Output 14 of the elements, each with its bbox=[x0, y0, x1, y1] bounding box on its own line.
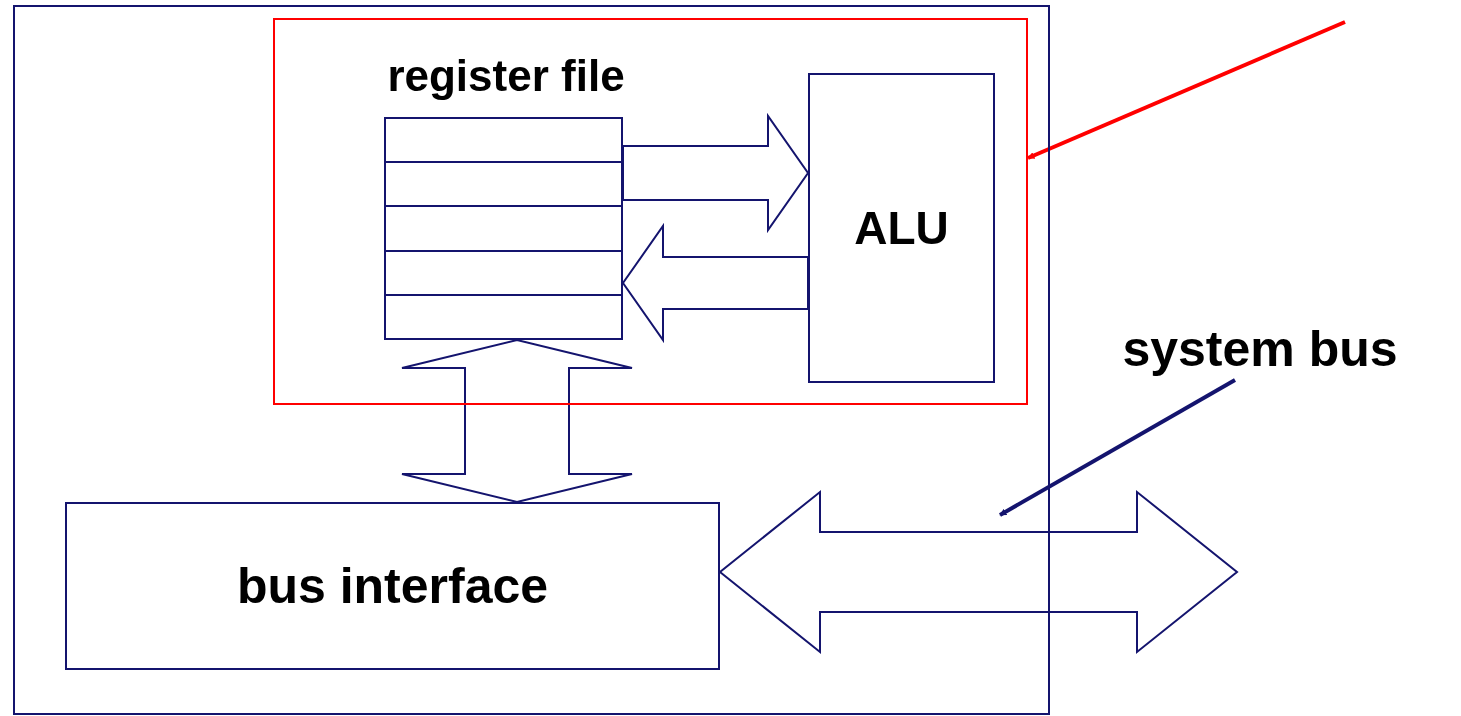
bus-label: system bus bbox=[1122, 320, 1398, 378]
arrow bbox=[1027, 20, 1346, 160]
block-arrow bbox=[622, 112, 810, 234]
box-label: bus interface bbox=[236, 557, 549, 615]
block-arrow bbox=[621, 222, 809, 344]
block-arrow bbox=[401, 338, 633, 504]
highlight-box bbox=[273, 18, 1028, 405]
cpu-outline-box bbox=[13, 5, 1050, 715]
box-label: ALU bbox=[854, 201, 949, 255]
interface-box bbox=[65, 502, 720, 670]
block-arrow bbox=[718, 489, 1239, 655]
table-heading: register file bbox=[386, 51, 626, 101]
arrow bbox=[999, 378, 1236, 517]
alu-box bbox=[808, 73, 995, 383]
